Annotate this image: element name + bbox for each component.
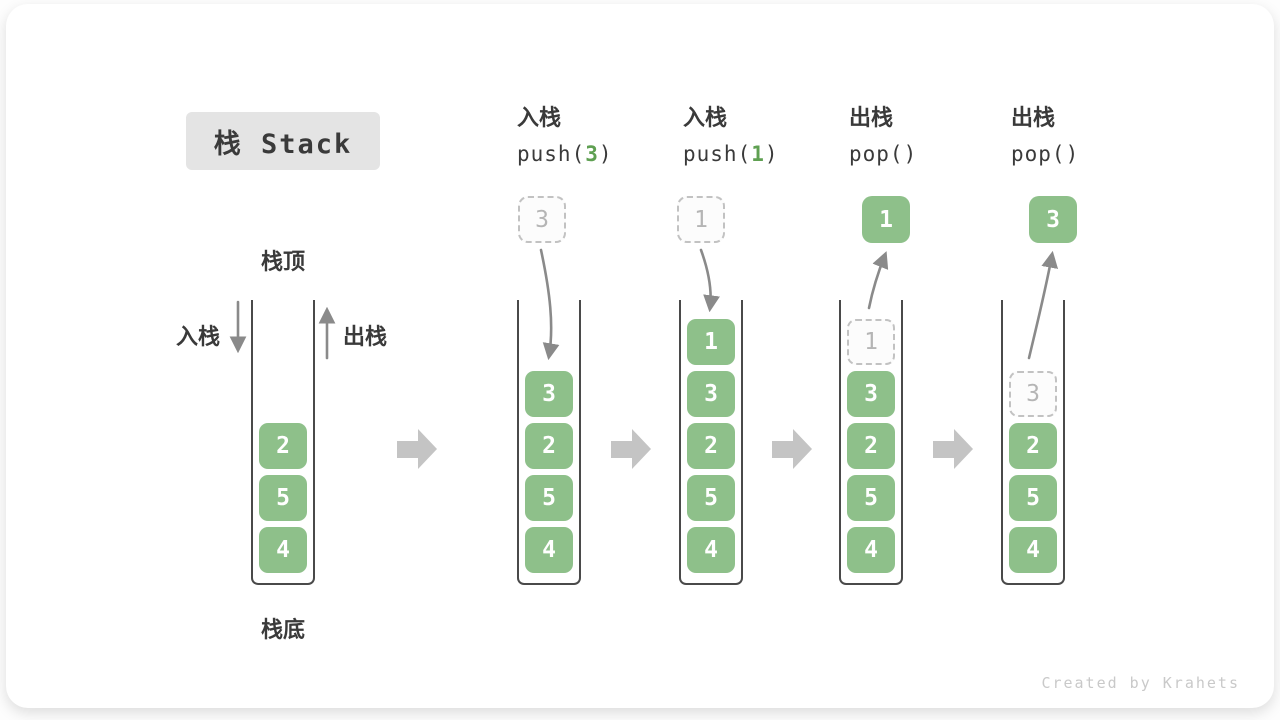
stack-block: 2 xyxy=(847,423,895,469)
floating-value-box: 1 xyxy=(862,196,910,243)
op-cn-label: 入栈 xyxy=(683,106,728,131)
op-code-label: push(1) xyxy=(683,141,853,167)
stack-block: 2 xyxy=(525,423,573,469)
code-pre: pop( xyxy=(849,142,904,166)
stack-block: 2 xyxy=(1009,423,1057,469)
push-direction-label: 入栈 xyxy=(176,325,221,350)
stack-block: 4 xyxy=(1009,527,1057,573)
flow-arrow-icon xyxy=(772,429,812,469)
stack-block: 5 xyxy=(847,475,895,521)
code-arg: 1 xyxy=(751,142,765,166)
code-pre: pop( xyxy=(1011,142,1066,166)
op-header-push1: 入栈 push(1) xyxy=(683,106,853,167)
stack-block: 2 xyxy=(687,423,735,469)
stack-block: 3 xyxy=(687,371,735,417)
floating-value-box: 3 xyxy=(518,196,566,243)
stack-top-label: 栈顶 xyxy=(260,250,305,275)
stack-bottom-label: 栈底 xyxy=(260,618,305,643)
stack-block: 5 xyxy=(525,475,573,521)
flow-arrow-icon xyxy=(611,429,651,469)
op-code-label: pop() xyxy=(849,141,1019,167)
floating-value-box: 3 xyxy=(1029,196,1077,243)
op-cn-label: 入栈 xyxy=(517,106,562,131)
stack-block: 5 xyxy=(1009,475,1057,521)
code-post: ) xyxy=(764,142,779,166)
stack-block: 2 xyxy=(259,423,307,469)
stack-block: 4 xyxy=(687,527,735,573)
code-post: ) xyxy=(903,142,918,166)
code-arg: 3 xyxy=(585,142,599,166)
stack-block: 3 xyxy=(847,371,895,417)
op-header-push3: 入栈 push(3) xyxy=(517,106,687,167)
stack-block: 4 xyxy=(259,527,307,573)
watermark: Created by Krahets xyxy=(1041,674,1240,692)
stack-block: 3 xyxy=(525,371,573,417)
op-code-label: push(3) xyxy=(517,141,687,167)
stack-block: 1 xyxy=(687,319,735,365)
stack-block: 4 xyxy=(525,527,573,573)
op-cn-label: 出栈 xyxy=(849,106,894,131)
code-pre: push( xyxy=(517,142,586,166)
stack-block: 5 xyxy=(259,475,307,521)
code-pre: push( xyxy=(683,142,752,166)
stack-block: 4 xyxy=(847,527,895,573)
ghost-value-box: 3 xyxy=(1009,371,1057,417)
floating-value-box: 1 xyxy=(677,196,725,243)
op-header-pop1: 出栈 pop() xyxy=(849,106,1019,167)
diagram-title: 栈 Stack xyxy=(186,112,380,170)
flow-arrow-icon xyxy=(933,429,973,469)
code-post: ) xyxy=(598,142,613,166)
stack-block: 5 xyxy=(687,475,735,521)
op-header-pop2: 出栈 pop() xyxy=(1011,106,1181,167)
ghost-value-box: 1 xyxy=(847,319,895,365)
flow-arrow-icon xyxy=(397,429,437,469)
code-post: ) xyxy=(1065,142,1080,166)
pop-direction-label: 出栈 xyxy=(343,325,388,350)
op-code-label: pop() xyxy=(1011,141,1181,167)
op-cn-label: 出栈 xyxy=(1011,106,1056,131)
